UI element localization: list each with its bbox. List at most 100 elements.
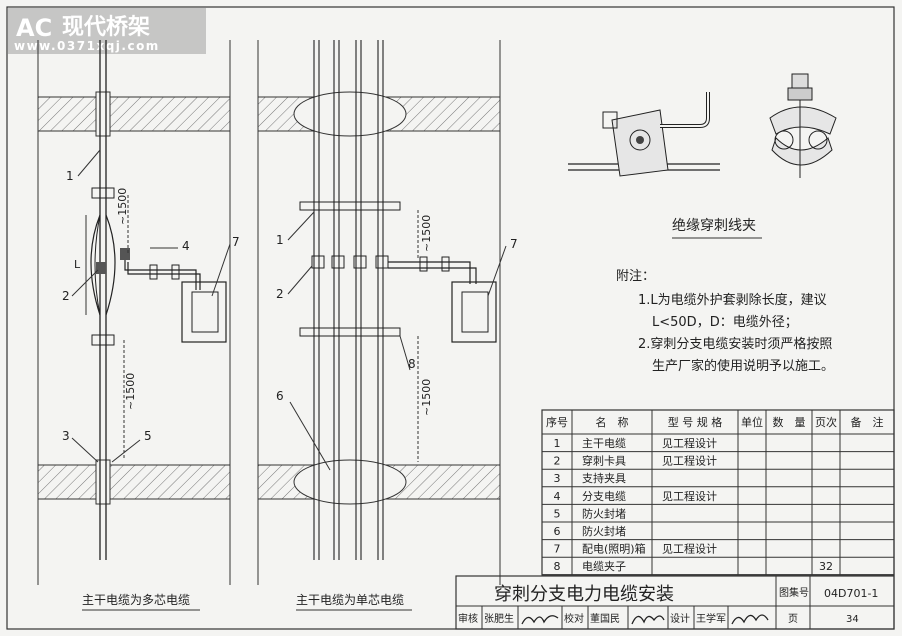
table-cell: 防火封堵 (582, 506, 626, 520)
check-label: 校对 (564, 612, 584, 625)
table-header-cell: 型 号 规 格 (668, 415, 723, 429)
checker-signature (631, 615, 665, 625)
title-block: 穿刺分支电力电缆安装 图集号 04D701-1 页 34 审核 张肥生 校对 董… (455, 575, 895, 630)
leader-line (487, 245, 507, 297)
leader-line (399, 335, 411, 371)
table-cell: 5 (554, 507, 561, 520)
watermark-brand: 现代桥架 (62, 14, 150, 40)
distribution-box-inner (191, 291, 219, 333)
callout-6: 6 (276, 389, 284, 403)
notes: 附注： 1.L为电缆外护套剥除长度，建议 L<50D，D：电缆外径； 2.穿刺分… (616, 269, 834, 374)
branch-cable (127, 262, 201, 290)
right-caption: 主干电缆为单芯电缆 (296, 593, 404, 607)
leader-line (71, 437, 99, 463)
fire-sealing-lower (293, 459, 407, 505)
callout-2: 2 (276, 287, 284, 301)
leader-line (111, 439, 141, 463)
table-cell: 主干电缆 (582, 437, 626, 450)
review-label: 审核 (458, 612, 478, 625)
sheet-border (6, 6, 895, 630)
callout-2: 2 (62, 289, 70, 303)
section-nut (787, 87, 813, 101)
page-number: 34 (846, 614, 859, 625)
callout-1: 1 (276, 233, 284, 247)
page-label: 页 (788, 613, 798, 625)
table-cell: 7 (554, 543, 561, 556)
branch-clamp (441, 256, 450, 272)
callout-8: 8 (408, 357, 416, 371)
table-cell: 见工程设计 (662, 455, 717, 468)
table-cell: 4 (554, 490, 561, 503)
notes-line: 2.穿刺分支电缆安装时须严格按照 (638, 336, 832, 352)
reviewer-signature (521, 615, 559, 625)
distribution-box (181, 281, 227, 343)
floor-slab-lower (37, 464, 231, 500)
fire-sealing-upper (95, 91, 111, 137)
title-block-frame (455, 575, 895, 630)
leader-line (287, 211, 315, 241)
atlas-label: 图集号 (779, 586, 809, 599)
table-cell: 分支电缆 (582, 490, 626, 503)
dim-label: ~1500 (116, 188, 129, 225)
table-header-cell: 备 注 (851, 415, 884, 429)
dim-label: ~1500 (124, 373, 137, 410)
table-cell: 防火封堵 (582, 524, 626, 538)
callout-5: 5 (144, 429, 152, 443)
clamp-caption: 绝缘穿刺线夹 (672, 218, 756, 234)
table-cell: 穿刺卡具 (582, 454, 626, 468)
designer-name: 王学军 (696, 612, 726, 625)
piercing-connector (120, 248, 130, 260)
distribution-box-inner (461, 291, 489, 333)
branch-cable (388, 261, 471, 284)
table-header-cell: 序号 (546, 415, 568, 429)
table-cell: 见工程设计 (662, 543, 717, 556)
clamp-bolt-center (636, 136, 644, 144)
clamp-illustration: 绝缘穿刺线夹 (568, 73, 837, 239)
table-cell: 6 (554, 525, 561, 538)
split-cores (94, 214, 101, 316)
clamp-branch-stub (660, 92, 710, 128)
fire-sealing-upper (293, 91, 407, 137)
leader-line (287, 265, 313, 295)
checker-name: 董国民 (590, 612, 620, 625)
branch-cable (388, 267, 477, 284)
branch-clamp (171, 264, 180, 280)
leader-line (211, 243, 231, 297)
callout-7: 7 (232, 235, 240, 249)
piercing-connector (331, 255, 345, 269)
piercing-connector (311, 255, 325, 269)
section-conductor (774, 130, 794, 150)
dim-label: ~1500 (420, 379, 433, 416)
table-cell: 支持夹具 (582, 471, 626, 485)
piercing-connector (353, 255, 367, 269)
single-core-cables (313, 40, 384, 560)
table-header-cell: 单位 (741, 415, 763, 429)
table-cell: 8 (554, 560, 561, 573)
support-clamp (91, 334, 115, 346)
floor-slab-upper (37, 96, 231, 132)
clamp-nut (602, 111, 618, 129)
table-header-cell: 数 量 (773, 416, 806, 429)
support-bar (299, 327, 401, 337)
dim-label: ~1500 (420, 215, 433, 252)
left-caption: 主干电缆为多芯电缆 (82, 593, 190, 607)
section-conductor (808, 130, 828, 150)
callout-1: 1 (66, 169, 74, 183)
table-cell: 3 (554, 472, 561, 485)
section-cap (791, 73, 809, 89)
designer-signature (731, 614, 769, 625)
notes-line: 生产厂家的使用说明予以施工。 (652, 358, 834, 374)
distribution-box (451, 281, 497, 343)
branch-cable (124, 260, 197, 290)
clamp-bolt (629, 129, 651, 151)
design-label: 设计 (670, 612, 690, 625)
notes-line: L<50D，D：电缆外径； (652, 314, 798, 330)
callout-3: 3 (62, 429, 70, 443)
support-clamp (91, 187, 115, 199)
table-header-cell: 页次 (815, 415, 837, 429)
reviewer-name: 张肥生 (484, 612, 514, 625)
split-cores (90, 214, 116, 316)
